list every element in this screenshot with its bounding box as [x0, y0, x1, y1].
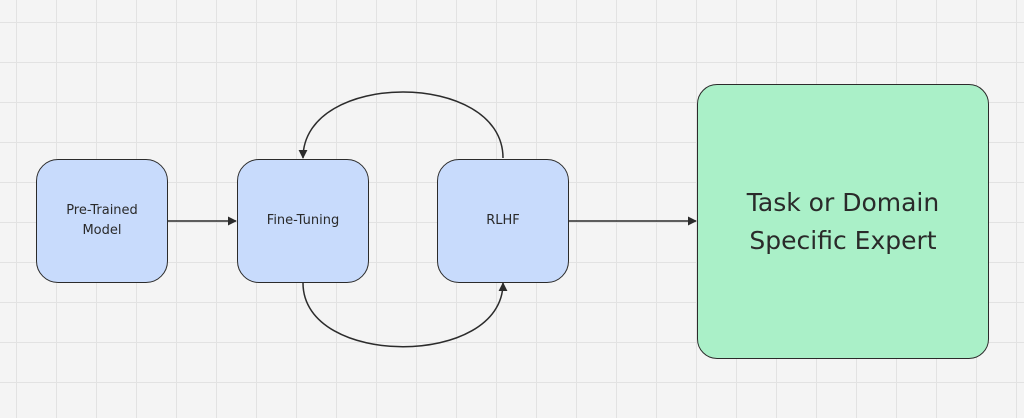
edge-finetuning-to-rlhf — [302, 282, 508, 348]
task-domain-expert-node[interactable]: Task or Domain Specific Expert — [697, 84, 989, 359]
task-domain-expert-label: Task or Domain Specific Expert — [746, 188, 940, 255]
pretrained-model-node[interactable]: Pre-Trained Model — [36, 159, 168, 283]
pretrained-model-label: Pre-Trained Model — [66, 202, 138, 238]
rlhf-node[interactable]: RLHF — [437, 159, 569, 283]
rlhf-label: RLHF — [486, 212, 520, 228]
edge-rlhf-to-finetuning — [298, 91, 504, 159]
fine-tuning-node[interactable]: Fine-Tuning — [237, 159, 369, 283]
fine-tuning-label: Fine-Tuning — [266, 212, 340, 228]
